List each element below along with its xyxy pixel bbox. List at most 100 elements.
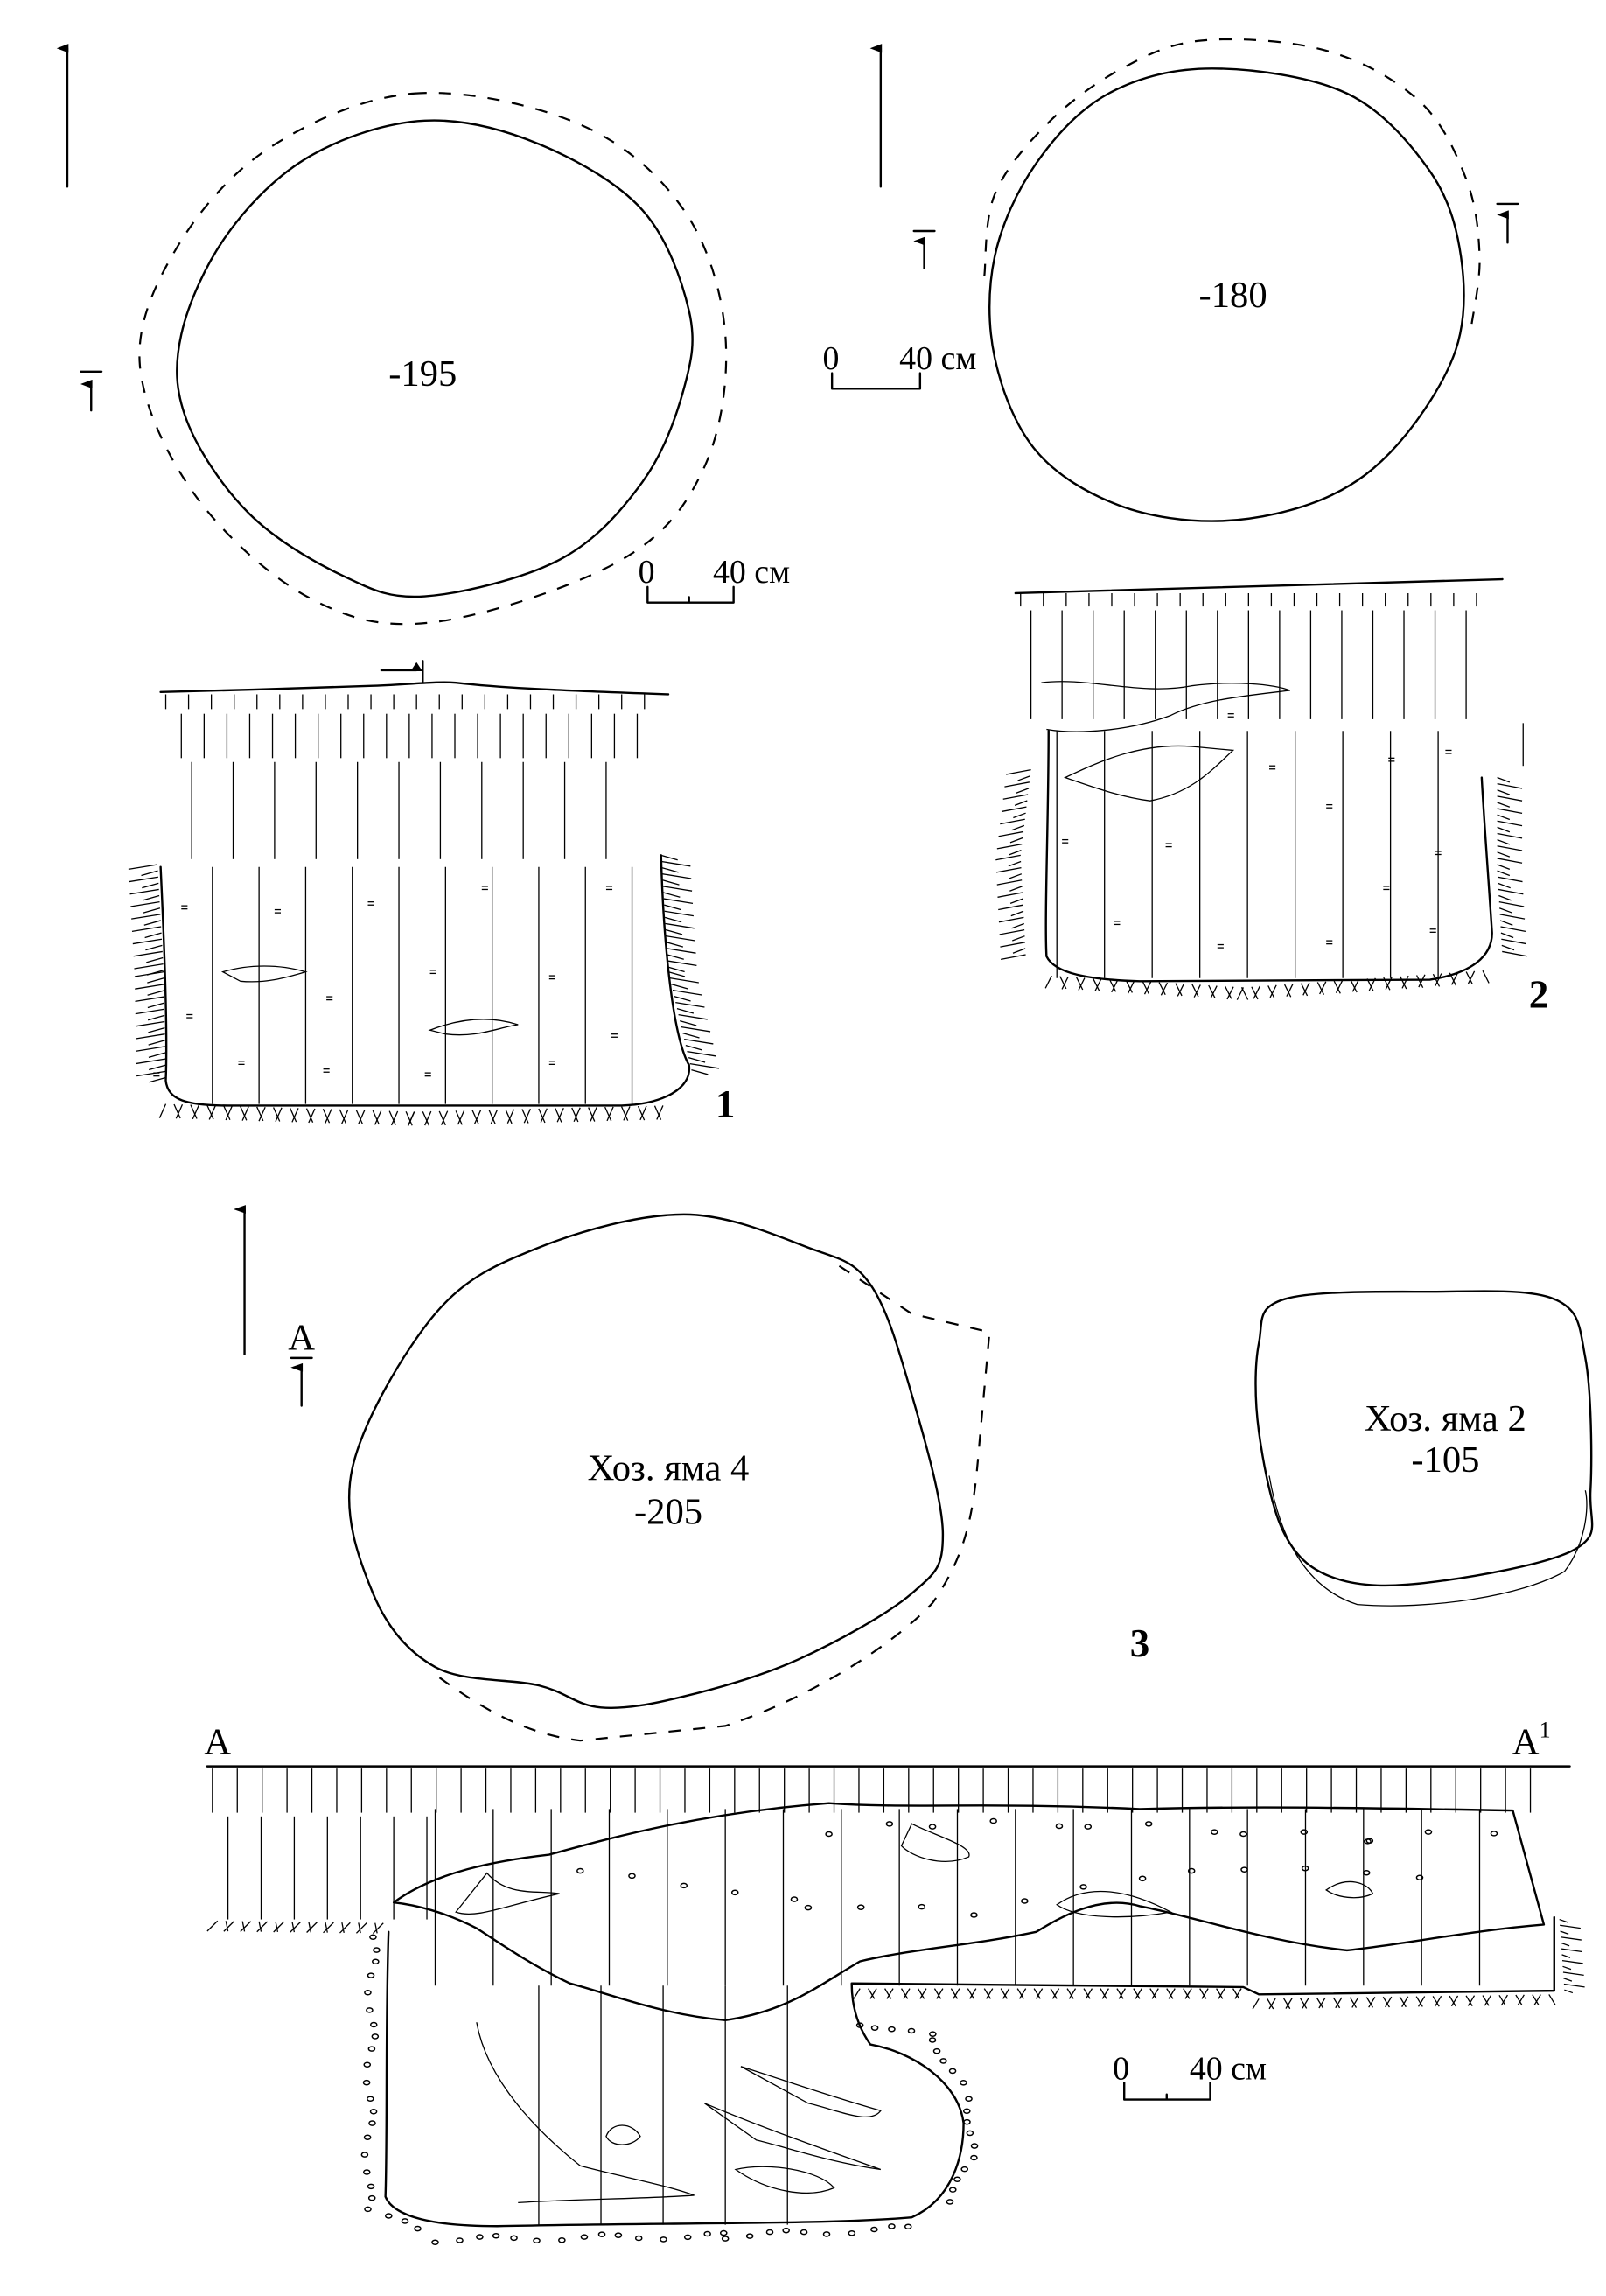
section-start-label: A bbox=[204, 1721, 231, 1762]
hatch-line bbox=[489, 1110, 495, 1124]
hatch-line bbox=[664, 899, 693, 903]
hatch-line bbox=[1317, 982, 1323, 994]
hatch-line bbox=[1351, 980, 1357, 992]
gravel-dot bbox=[1416, 1875, 1422, 1880]
hatch-line bbox=[1498, 802, 1510, 807]
hatch-line bbox=[1466, 972, 1472, 984]
hatch-line bbox=[1501, 933, 1513, 937]
hatch-line bbox=[673, 990, 702, 995]
hatch-line bbox=[1369, 1997, 1375, 2007]
gravel-dot bbox=[598, 2232, 604, 2236]
hatch-line bbox=[1498, 784, 1522, 788]
gravel-dot bbox=[1240, 1831, 1246, 1836]
hatch-line bbox=[1402, 976, 1408, 988]
hatch-line bbox=[870, 1989, 876, 1999]
hatch-line bbox=[306, 1109, 312, 1123]
scale-bar-line bbox=[647, 587, 733, 603]
hatch-line bbox=[209, 1105, 215, 1119]
pit-4-name: Хоз. яма 4 bbox=[588, 1448, 750, 1489]
hatch-line bbox=[1285, 984, 1291, 997]
hatch-line bbox=[1333, 1998, 1339, 2008]
hatch-line bbox=[1145, 982, 1151, 994]
hatch-line bbox=[1433, 1996, 1439, 2006]
hatch-line bbox=[130, 902, 159, 906]
hatch-line bbox=[136, 1021, 164, 1026]
hatch-line bbox=[474, 1110, 480, 1124]
gravel-dot bbox=[950, 2068, 956, 2073]
gravel-dot bbox=[1056, 1824, 1062, 1828]
hatch-line bbox=[148, 1015, 164, 1019]
gravel-dot bbox=[966, 2096, 972, 2101]
hatch-line bbox=[671, 984, 688, 989]
figure-3: A Хоз. яма 4 -205 Хоз. яма 2 -105 3 A A1… bbox=[204, 1204, 1592, 2244]
gravel-dot bbox=[971, 2156, 977, 2160]
gravel-dot bbox=[559, 2238, 565, 2243]
hatch-line bbox=[1167, 1989, 1173, 1999]
gravel-dot bbox=[415, 2227, 421, 2231]
hatch-line bbox=[149, 1065, 165, 1069]
hatch-line bbox=[1194, 984, 1200, 997]
hatch-line bbox=[1060, 976, 1066, 989]
hatch-line bbox=[1449, 973, 1456, 985]
hatch-line bbox=[607, 1107, 613, 1121]
hatch-line bbox=[1386, 976, 1392, 989]
hatch-line bbox=[1102, 1989, 1108, 1999]
hatch-line bbox=[1067, 1989, 1073, 1999]
gravel-dot bbox=[629, 1873, 635, 1878]
hatch-line bbox=[1011, 911, 1023, 915]
hatch-line bbox=[136, 1009, 164, 1013]
hatch-line bbox=[257, 1107, 263, 1121]
hatch-line bbox=[1560, 1925, 1581, 1928]
hatch-line bbox=[1301, 984, 1307, 996]
hatch-line bbox=[1200, 1989, 1206, 1999]
hatch-line bbox=[995, 855, 1020, 859]
gravel-dot bbox=[871, 2227, 877, 2231]
hatch-line bbox=[1202, 1989, 1208, 1999]
hatch-line bbox=[226, 1921, 227, 1931]
hatch-line bbox=[342, 1922, 344, 1933]
gravel-dot bbox=[801, 2230, 807, 2235]
gravel-dot bbox=[721, 2231, 727, 2236]
gravel-dot bbox=[1364, 1871, 1370, 1875]
hatch-line bbox=[241, 1922, 251, 1932]
hatch-line bbox=[242, 1922, 244, 1932]
gravel-dot bbox=[930, 2032, 936, 2036]
hatch-line bbox=[902, 1989, 908, 1999]
hatch-line bbox=[339, 1110, 346, 1124]
scale-zero: 0 bbox=[1113, 2050, 1129, 2087]
hatch-line bbox=[524, 1109, 530, 1123]
hatch-line bbox=[274, 1922, 284, 1932]
hatch-line bbox=[259, 1922, 261, 1932]
hatch-line bbox=[1498, 827, 1510, 831]
hatch-line bbox=[144, 920, 161, 925]
hatch-line bbox=[1086, 1989, 1092, 1999]
hatch-line bbox=[1016, 788, 1029, 793]
scale-bar-line bbox=[832, 374, 920, 389]
hatch-line bbox=[1084, 1989, 1090, 1999]
gravel-dot bbox=[858, 1905, 864, 1909]
hatch-line bbox=[688, 1058, 705, 1062]
hatch-line bbox=[622, 1107, 628, 1121]
hatch-line bbox=[1561, 1942, 1569, 1945]
gravel-dot bbox=[1022, 1899, 1028, 1903]
hatch-line bbox=[934, 1989, 940, 1999]
hatch-line bbox=[1095, 979, 1101, 991]
hatch-line bbox=[1468, 1996, 1474, 2006]
hatch-line bbox=[1301, 1998, 1307, 2009]
hatch-line bbox=[149, 1053, 165, 1057]
hatch-line bbox=[134, 951, 163, 956]
hatch-line bbox=[1352, 979, 1358, 991]
scale-length: 40 см bbox=[1190, 2050, 1267, 2087]
hatch-line bbox=[541, 1109, 547, 1123]
pit-outline bbox=[177, 121, 692, 597]
gravel-dot bbox=[577, 1869, 583, 1873]
hatch-line bbox=[176, 1104, 182, 1118]
pit-2-name: Хоз. яма 2 bbox=[1365, 1398, 1526, 1439]
hatch-line bbox=[142, 883, 158, 887]
scale-length: 40 см bbox=[899, 340, 976, 377]
hatch-line bbox=[1384, 977, 1390, 990]
gravel-dot bbox=[823, 2232, 829, 2236]
gravel-dot bbox=[369, 2196, 375, 2201]
hatch-line bbox=[1451, 1996, 1457, 2006]
hatch-line bbox=[984, 1989, 990, 1999]
